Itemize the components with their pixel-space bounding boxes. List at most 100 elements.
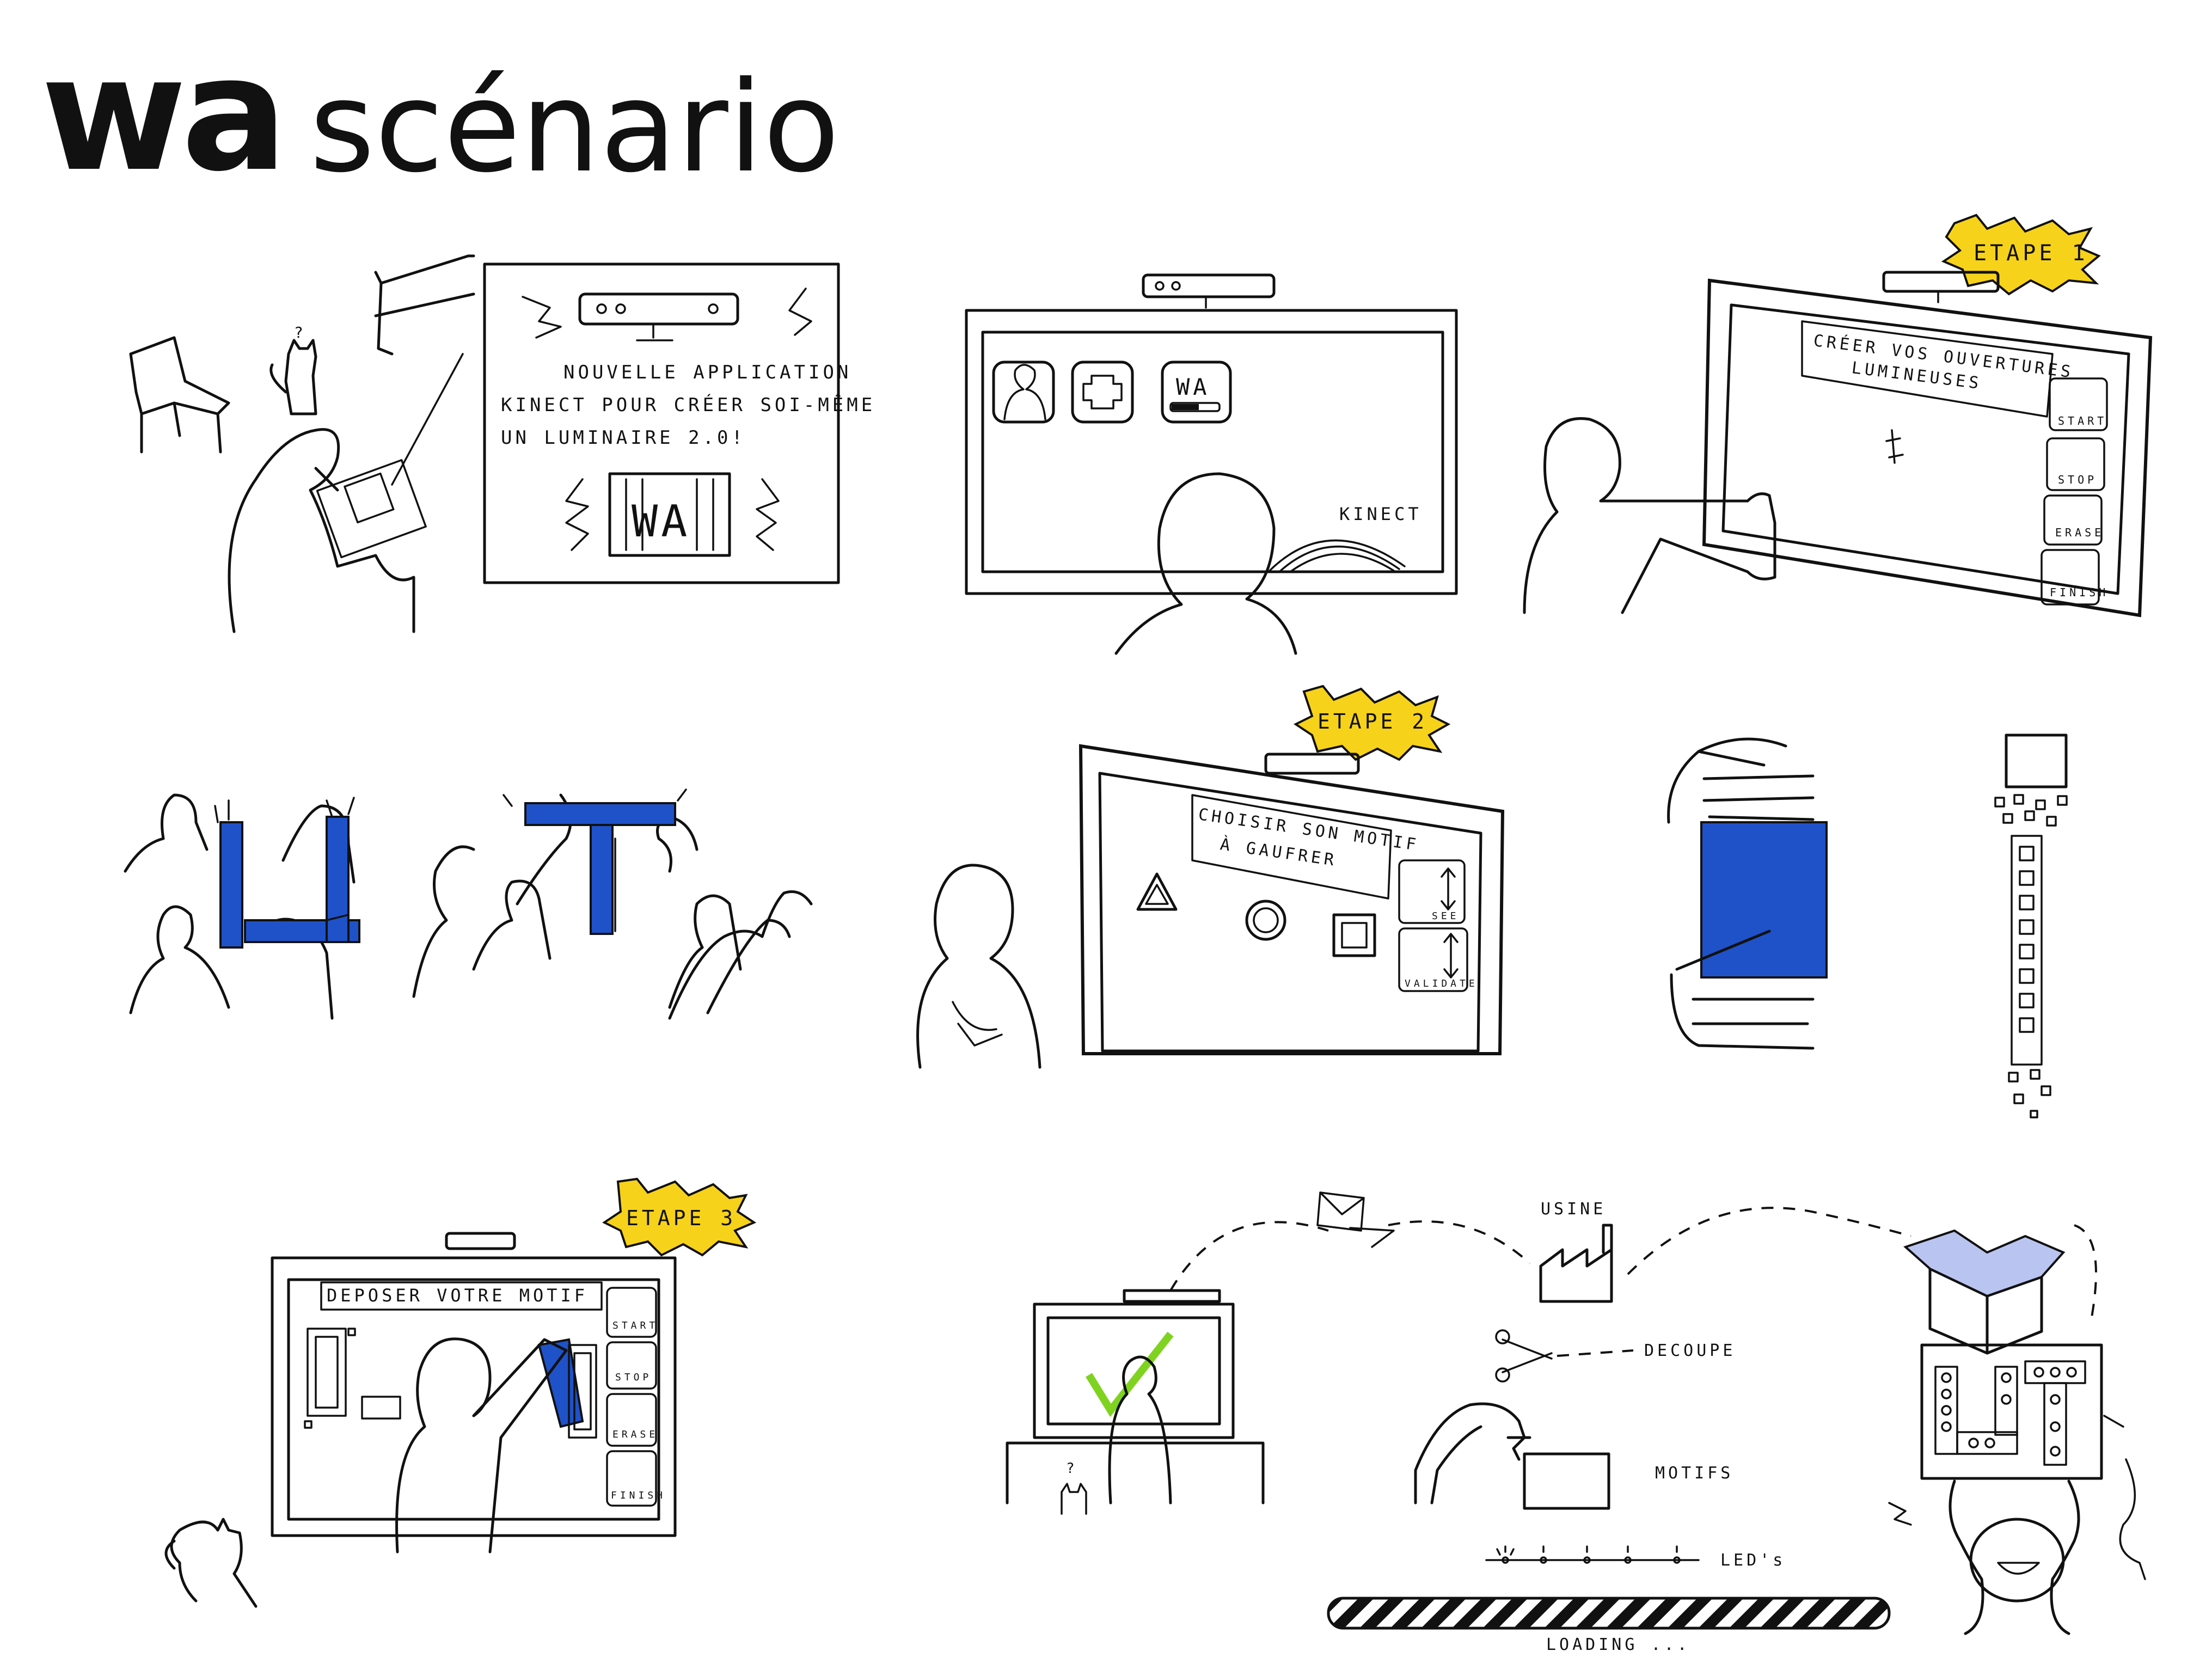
wa-app-tile[interactable] <box>1161 360 1232 424</box>
add-tile-icon[interactable] <box>1071 360 1134 424</box>
page-title: scénario <box>309 55 840 200</box>
step-3-title: DEPOSER VOTRE MOTIF <box>327 1285 588 1306</box>
dotted-motif-right <box>568 1344 597 1439</box>
leds-label: LED's <box>1720 1551 1786 1570</box>
svg-text:STOP: STOP <box>615 1372 652 1383</box>
panel-2-menu: WA KINECT <box>965 273 1458 655</box>
svg-text:STOP: STOP <box>2058 473 2097 486</box>
svg-text:START: START <box>612 1320 658 1331</box>
cat-icon <box>164 1518 258 1608</box>
wa-logo: wa <box>41 23 288 206</box>
tv-screen <box>1046 1316 1221 1426</box>
step-1-button-column: START STOP ERASE FINISH <box>2041 377 2109 606</box>
finish-button[interactable] <box>606 1450 657 1507</box>
start-button[interactable] <box>606 1287 657 1338</box>
finish-button[interactable] <box>2041 549 2100 606</box>
ad-line-3: UN LUMINAIRE 2.0! <box>501 427 746 449</box>
svg-text:START: START <box>2058 414 2107 427</box>
step-1-label: ETAPE 1 <box>1974 241 2088 266</box>
pixel-column <box>1994 794 2068 1118</box>
decoupe-label: DECOUPE <box>1644 1341 1736 1360</box>
ad-line-2: KINECT POUR CRÉER SOI-MÊME <box>501 394 875 416</box>
robot-arm-icon <box>1414 1402 1531 1505</box>
kinect-sensor-icon <box>445 1232 516 1250</box>
panel-1-magazine: ? NOUVELLE APPLICATION KINECT POUR CRÉER… <box>129 254 875 633</box>
person-placing-panel <box>395 1337 568 1554</box>
erase-button[interactable] <box>2043 494 2103 546</box>
loading-progress-bar <box>1327 1597 1891 1630</box>
cat-question-mark: ? <box>1066 1460 1078 1477</box>
placed-blue-panel <box>537 1338 584 1428</box>
blue-panel <box>1700 821 1828 979</box>
scissors-icon <box>1502 1338 1553 1373</box>
ad-card <box>483 262 840 584</box>
step-2-badge <box>1294 684 1451 761</box>
reading-person <box>228 428 415 633</box>
lamp-box-label: WA <box>632 496 690 547</box>
gesturing-person <box>1523 417 1776 614</box>
kinect-sensor-icon <box>1142 273 1276 298</box>
ad-line-1: NOUVELLE APPLICATION <box>563 362 851 383</box>
erase-button[interactable] <box>606 1393 657 1447</box>
chair-icon <box>129 336 230 454</box>
happy-face <box>1969 1518 2065 1603</box>
final-lamp-box <box>1920 1343 2103 1480</box>
start-button[interactable] <box>2049 377 2108 431</box>
dotted-wt-pattern <box>1934 1360 2086 1466</box>
user-tile-icon[interactable] <box>992 360 1055 424</box>
viewer-silhouette <box>1114 472 1297 655</box>
step-3-badge <box>602 1177 757 1257</box>
tv-screen <box>287 1278 660 1521</box>
panel-6-step-3: ETAPE 3 DEPOSER VOTRE MOTIF START STOP E… <box>164 1177 757 1608</box>
power-cord <box>2119 1458 2146 1580</box>
letter-t-stem <box>590 824 614 935</box>
kinect-sensor-icon <box>1264 753 1360 775</box>
step-3-button-column: START STOP ERASE FINISH <box>606 1287 666 1507</box>
tv-screen-skewed <box>1079 744 1505 1055</box>
step-3-label: ETAPE 3 <box>626 1206 736 1230</box>
kinect-sensor-icon <box>1123 1289 1221 1303</box>
header: wa scénario <box>41 23 840 206</box>
check-mark-icon <box>1086 1331 1174 1417</box>
see-button[interactable] <box>1398 859 1466 924</box>
triangle-motif-icon <box>1136 872 1178 911</box>
standing-person <box>916 864 1041 1069</box>
led-row <box>1485 1545 1700 1564</box>
svg-text:SEE: SEE <box>1432 910 1460 922</box>
lamp-box <box>608 472 731 557</box>
wa-tile-label: WA <box>1176 374 1210 400</box>
sofa-icon <box>374 254 475 356</box>
envelope-icon <box>1316 1191 1395 1248</box>
panel-3-step-1: ETAPE 1 CRÉER VOS OUVERTURES LUMINEUSES … <box>1523 213 2153 617</box>
source-square <box>2005 733 2068 788</box>
step-2-label: ETAPE 2 <box>1318 710 1427 733</box>
tv-frame <box>1033 1303 1235 1439</box>
cat-icon <box>1061 1483 1087 1515</box>
kinect-sensor-icon <box>578 292 739 326</box>
tv-frame <box>271 1256 677 1537</box>
stop-button[interactable] <box>606 1341 657 1390</box>
svg-text:FINISH: FINISH <box>2050 586 2109 599</box>
person-silhouette <box>1108 1355 1172 1505</box>
loading-label: LOADING ... <box>1546 1635 1690 1654</box>
magazine <box>316 459 427 559</box>
svg-text:FINISH: FINISH <box>611 1490 666 1501</box>
stop-button[interactable] <box>2046 437 2105 491</box>
factory-icon <box>1539 1224 1613 1303</box>
tv-screen <box>981 331 1444 573</box>
cat-question-mark: ? <box>294 323 307 341</box>
work-block <box>1523 1452 1610 1510</box>
letter-w-right-bar <box>326 816 350 943</box>
tv-screen-skewed <box>1702 278 2153 617</box>
letter-w-left-bar <box>219 821 243 949</box>
happy-person <box>1948 1479 2080 1635</box>
panel-5-step-2: ETAPE 2 CHOISIR SON MOTIF À GAUFRER SEE … <box>916 684 2068 1118</box>
kinect-sensor-icon <box>1882 271 2000 293</box>
validate-button[interactable] <box>1398 927 1468 992</box>
kinect-label: KINECT <box>1339 504 1422 524</box>
square-motif-icon[interactable] <box>1332 913 1376 957</box>
step-1-badge <box>1941 213 2101 296</box>
circle-motif-icon[interactable] <box>1245 900 1286 941</box>
svg-text:VALIDATE: VALIDATE <box>1405 978 1478 989</box>
